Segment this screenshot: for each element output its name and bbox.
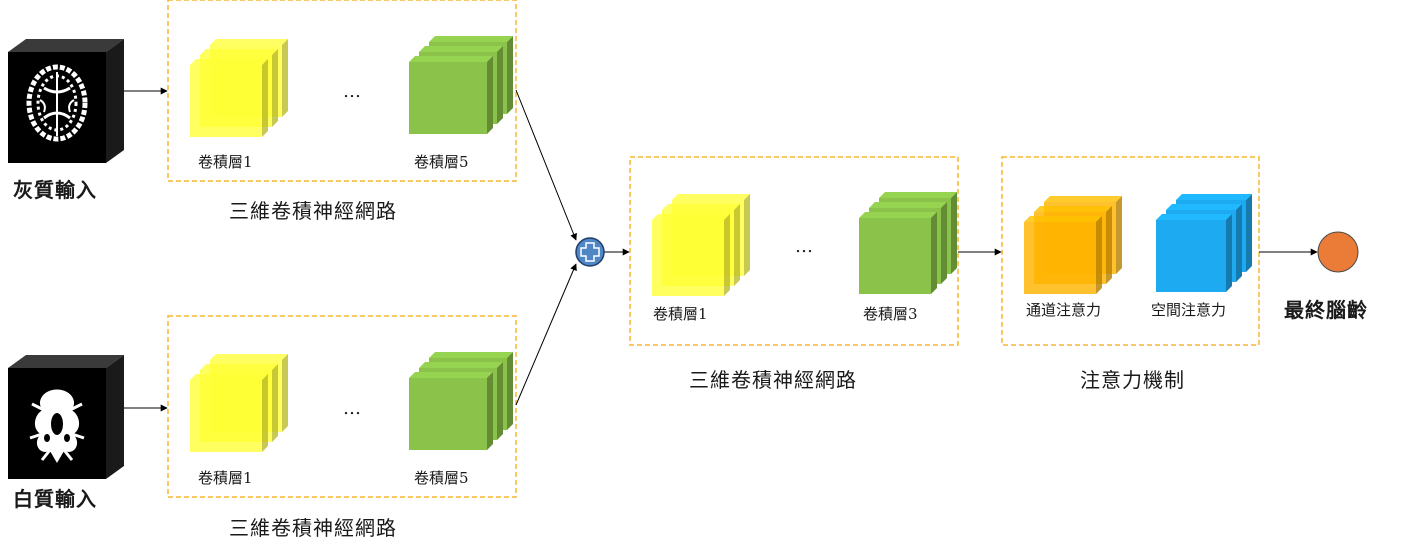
bottom-ellipsis: … [343, 398, 361, 419]
top-first-layer-label: 卷積層1 [198, 153, 253, 171]
feature-map-slice [190, 374, 268, 452]
gray-matter-brain-image [26, 64, 88, 142]
plus-circle-icon [575, 237, 605, 267]
feature-map-slice [190, 59, 268, 137]
middle-block-caption: 三維卷積神經網路 [689, 368, 857, 392]
feature-map-slice [859, 212, 937, 294]
feature-map-slice [652, 214, 730, 296]
attention-block-border [1001, 156, 1260, 346]
feature-map-slice [409, 56, 493, 134]
top-last-layer-label: 卷積層5 [414, 153, 469, 171]
middle-first-layer-label: 卷積層1 [653, 305, 708, 323]
middle-cnn-block-border [629, 156, 959, 346]
top-to-sum-arrow [515, 89, 577, 241]
feature-map-slice [1024, 216, 1102, 294]
white-matter-brain-image [29, 389, 85, 463]
bottom-block-caption: 三維卷積神經網路 [229, 516, 397, 540]
spatial-attention-label: 空間注意力 [1151, 301, 1227, 319]
bottom-first-layer-label: 卷積層1 [198, 469, 253, 487]
middle-last-layer-label: 卷積層3 [863, 305, 918, 323]
bottom-to-sum-arrow [515, 263, 577, 406]
final-brain-age-label: 最終腦齡 [1284, 298, 1368, 322]
layer-cubes [190, 36, 1252, 452]
gray-matter-input-cube [8, 39, 124, 163]
white-input-label: 白質輸入 [13, 487, 97, 511]
attention-block-caption: 注意力機制 [1080, 368, 1185, 392]
top-ellipsis: … [343, 81, 361, 102]
output-circle-icon [1317, 231, 1359, 273]
top-block-caption: 三維卷積神經網路 [229, 199, 397, 223]
middle-ellipsis: … [795, 236, 813, 257]
gray-input-label: 灰質輸入 [13, 178, 97, 202]
feature-map-slice [409, 372, 493, 450]
feature-map-slice [1156, 214, 1232, 292]
bottom-last-layer-label: 卷積層5 [414, 469, 469, 487]
channel-attention-label: 通道注意力 [1026, 301, 1102, 319]
